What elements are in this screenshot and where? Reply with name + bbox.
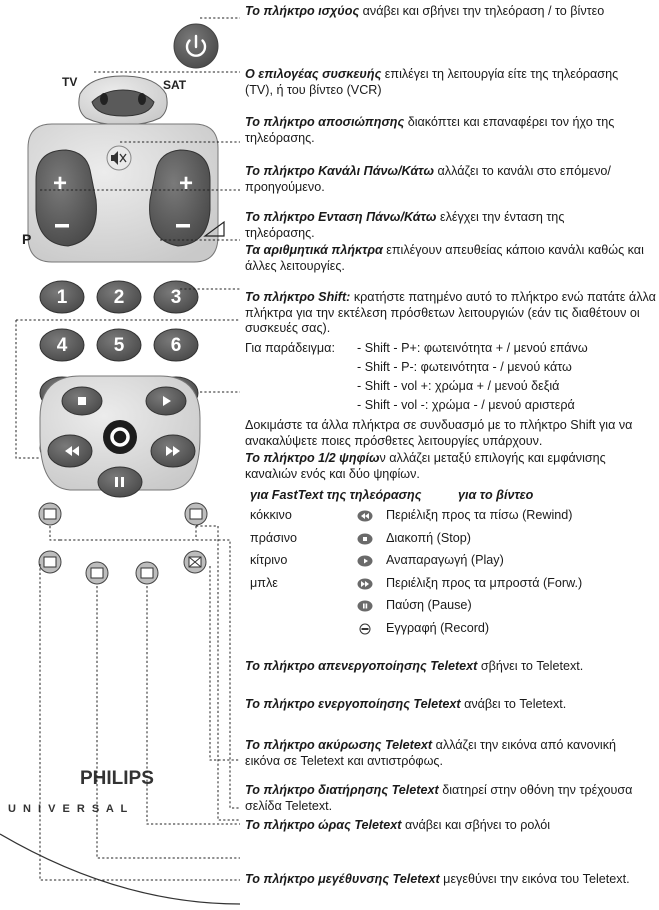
- record-icon: [110, 427, 130, 447]
- number-2-label: 2: [114, 287, 125, 308]
- selector-description: Ο επιλογέας συσκευής επιλέγει τη λειτουρ…: [245, 67, 619, 97]
- number-5-button[interactable]: [96, 328, 142, 362]
- program-label: P: [22, 231, 31, 247]
- record-button[interactable]: [103, 420, 137, 454]
- volume-wedge-icon: [203, 220, 225, 237]
- shift-description: Το πλήκτρο Shift: κρατήστε πατημένο αυτό…: [245, 290, 656, 335]
- leader-lines: [15, 17, 240, 881]
- brand-subtitle: U N I V E R S A L: [8, 803, 129, 815]
- rewind-icon: [65, 446, 79, 456]
- number-6-label: 6: [171, 335, 182, 356]
- forward-icon: [166, 446, 180, 456]
- play-icon: [163, 396, 171, 406]
- forward-icon: [357, 577, 373, 589]
- fasttext-vcr-function: Περιέλιξη προς τα πίσω (Rewind): [386, 508, 573, 522]
- fasttext-color: πράσινο: [250, 530, 298, 545]
- fasttext-vcr-function: Αναπαραγωγή (Play): [386, 553, 504, 567]
- pause-button[interactable]: [97, 466, 143, 498]
- remote-control-illustration: TV SAT + + P 1234567890S-/--: [0, 17, 240, 905]
- shift-example-line: - Shift - vol -: χρώμα - / μενού αριστερ…: [357, 398, 575, 412]
- channel-description: Το πλήκτρο Κανάλι Πάνω/Κάτω αλλάζει το κ…: [245, 164, 611, 194]
- numeric-description: Τα αριθμητικά πλήκτρα επιλέγουν απευθεία…: [245, 243, 644, 273]
- fasttext-vcr-function: Εγγραφή (Record): [386, 620, 490, 635]
- tv-led: [100, 93, 108, 105]
- teletext-enlarge-icon: [43, 556, 57, 568]
- fasttext-vcr-function: Παύση (Pause): [386, 598, 472, 612]
- rewind-icon: [357, 509, 373, 522]
- fasttext-vcr-function: Διακοπή (Stop): [386, 530, 471, 545]
- fasttext-vcr-header: για το βίντεο: [458, 488, 534, 502]
- fasttext-color: κόκκινο: [250, 508, 292, 522]
- teletext-cancel-icon: [188, 556, 202, 568]
- number-5-label: 5: [114, 335, 125, 356]
- teletext-time-description: Το πλήκτρο ώρας Teletext ανάβει και σβήν…: [245, 818, 551, 832]
- channel-up-icon: +: [53, 170, 67, 197]
- digit-description: Το πλήκτρο 1/2 ψηφίων αλλάζει μεταξύ επι…: [245, 451, 606, 481]
- fasttext-vcr-function: Περιέλιξη προς τα μπροστά (Forw.): [386, 575, 583, 590]
- number-2-button[interactable]: [96, 280, 142, 314]
- shift-examples-intro: Για παράδειγμα:: [245, 341, 335, 355]
- channel-rocker[interactable]: [35, 149, 97, 247]
- volume-up-icon: +: [179, 170, 193, 197]
- fasttext-color: μπλε: [250, 575, 278, 590]
- teletext-hold-description: Το πλήκτρο διατήρησης Teletext διατηρεί …: [245, 783, 633, 813]
- pause-icon: [115, 477, 124, 487]
- number-3-label: 3: [171, 287, 182, 308]
- shift-note: Δοκιμάστε τα άλλα πλήκτρα σε συνδυασμό μ…: [245, 418, 633, 448]
- sat-led: [138, 93, 146, 105]
- teletext-cancel-description: Το πλήκτρο ακύρωσης Teletext αλλάζει την…: [245, 738, 617, 768]
- pause-icon: [357, 599, 373, 612]
- fasttext-color: κίτρινο: [250, 553, 288, 567]
- teletext-hold-icon: [140, 567, 154, 579]
- number-1-button[interactable]: [39, 280, 85, 314]
- teletext-off-description: Το πλήκτρο απενεργοποίησης Teletext σβήν…: [245, 659, 584, 673]
- shift-example-line: - Shift - vol +: χρώμα + / μενού δεξιά: [357, 379, 560, 393]
- record-icon: [357, 622, 373, 634]
- power-icon: [185, 34, 207, 57]
- teletext-time-icon: [90, 567, 104, 579]
- play-icon: [357, 554, 373, 567]
- shift-example-line: - Shift - P-: φωτεινότητα - / μενού κάτω: [357, 360, 572, 374]
- mute-button[interactable]: [106, 145, 132, 171]
- teletext-enlarge-description: Το πλήκτρο μεγέθυνσης Teletext μεγεθύνει…: [245, 872, 630, 886]
- mute-icon: [111, 151, 127, 165]
- remote-body-curve: [0, 833, 240, 905]
- stop-icon: [78, 397, 86, 405]
- shift-example-line: - Shift - P+: φωτεινότητα + / μενού επάν…: [357, 341, 588, 355]
- number-1-label: 1: [57, 287, 68, 308]
- number-4-label: 4: [57, 335, 68, 356]
- number-6-button[interactable]: [153, 328, 199, 362]
- teletext-on-icon: [189, 508, 203, 520]
- mute-description: Το πλήκτρο αποσιώπησης διακόπτει και επα…: [245, 115, 615, 145]
- teletext-off-icon: [43, 508, 57, 520]
- volume-description: Το πλήκτρο Ενταση Πάνω/Κάτω ελέγχει την …: [245, 210, 565, 240]
- stop-icon: [357, 532, 373, 544]
- tv-label: TV: [62, 75, 77, 89]
- volume-rocker[interactable]: [149, 149, 211, 247]
- fasttext-tv-header: για FastText της τηλεόρασης: [250, 488, 422, 502]
- sat-label: SAT: [163, 78, 187, 92]
- number-3-button[interactable]: [153, 280, 199, 314]
- number-4-button[interactable]: [39, 328, 85, 362]
- teletext-on-description: Το πλήκτρο ενεργοποίησης Teletext ανάβει…: [245, 697, 567, 711]
- volume-down-icon: [176, 224, 190, 228]
- power-description: Το πλήκτρο ισχύος ανάβει και σβήνει την …: [245, 4, 605, 18]
- channel-down-icon: [55, 224, 69, 228]
- brand-logo: PHILIPS: [80, 768, 154, 789]
